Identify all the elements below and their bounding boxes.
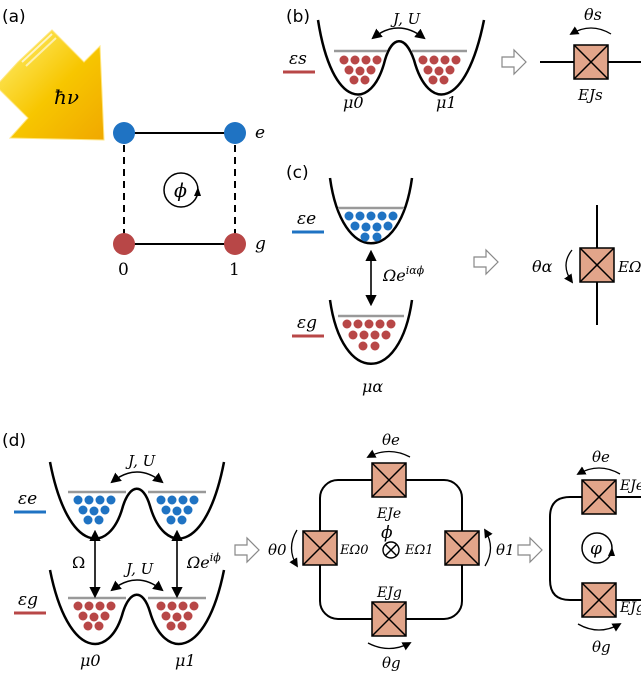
EOmega1: EΩ1 bbox=[404, 543, 434, 558]
panel-c-label: (c) bbox=[286, 163, 309, 183]
atoms-d-upper-left bbox=[73, 495, 116, 525]
omega-left: Ω bbox=[72, 553, 85, 572]
josephson-junction-b bbox=[540, 26, 641, 80]
energy-e-c: εe bbox=[297, 209, 316, 229]
junction-Je-loop bbox=[576, 466, 621, 515]
theta-s: θs bbox=[584, 5, 602, 24]
double-well-b bbox=[316, 19, 486, 96]
energy-e-d: εe bbox=[18, 489, 37, 509]
hollow-arrow-c bbox=[473, 248, 499, 276]
site-e-0 bbox=[113, 122, 135, 144]
hollow-arrow-d1 bbox=[234, 536, 260, 564]
coupling-d-lower: J, U bbox=[123, 560, 155, 578]
atoms-d-upper-right bbox=[156, 495, 199, 525]
hollow-arrow-b bbox=[501, 48, 527, 76]
omega-right-sup: iϕ bbox=[210, 551, 222, 564]
mu1-b: μ1 bbox=[436, 93, 457, 112]
josephson-junction-c bbox=[564, 205, 615, 325]
atoms-d-lower-right bbox=[156, 601, 199, 631]
coupling-d-upper: J, U bbox=[125, 452, 157, 470]
EOmega0: EΩ0 bbox=[339, 543, 369, 558]
mu1-d: μ1 bbox=[175, 651, 196, 670]
level-e-label: e bbox=[255, 123, 265, 143]
theta-alpha: θα bbox=[532, 257, 553, 276]
panel-b-label: (b) bbox=[286, 7, 310, 27]
varphi-loop: φ bbox=[590, 539, 602, 559]
site-e-1 bbox=[224, 122, 246, 144]
level-g-label: g bbox=[255, 234, 266, 254]
atoms-d-lower-left bbox=[73, 601, 116, 631]
theta-e-circuit: θe bbox=[382, 431, 400, 449]
tunnel-arrow-b bbox=[371, 27, 426, 40]
atoms-b-right bbox=[418, 55, 461, 85]
hollow-arrow-d2 bbox=[517, 536, 543, 564]
photon-arrow bbox=[0, 29, 105, 141]
junction-Je bbox=[366, 449, 411, 498]
junction-Jg-loop bbox=[577, 582, 622, 632]
site-g-0 bbox=[113, 233, 135, 255]
rf-loop bbox=[549, 496, 641, 601]
well-c-lower bbox=[328, 299, 414, 365]
EOmega-label: EΩ bbox=[617, 258, 641, 276]
coupling-b: J, U bbox=[390, 10, 422, 28]
coupling-c: Ωeiαϕ bbox=[382, 264, 425, 285]
well-c-upper bbox=[328, 177, 414, 245]
mu0-b: μ0 bbox=[343, 93, 364, 112]
double-well-d-upper bbox=[48, 461, 226, 540]
energy-g-c: εg bbox=[297, 313, 317, 333]
loop-flux-circle bbox=[581, 532, 615, 564]
panel-d-label: (d) bbox=[2, 431, 26, 451]
EJg-circuit: EJg bbox=[376, 585, 402, 601]
site-1-label: 1 bbox=[229, 260, 240, 280]
flux-circle bbox=[163, 172, 201, 208]
EJs-label: EJs bbox=[577, 86, 603, 104]
flux-cross-symbol bbox=[382, 541, 400, 559]
EJe-loop: EJe bbox=[619, 478, 641, 494]
mu0-d: μ0 bbox=[80, 651, 101, 670]
omega-right-text: Ωe bbox=[186, 553, 210, 572]
atoms-c-lower bbox=[342, 319, 396, 351]
junction-Omega0 bbox=[289, 529, 338, 568]
site-g-1 bbox=[224, 233, 246, 255]
coupling-c-text: Ωe bbox=[382, 266, 406, 285]
site-0-label: 0 bbox=[118, 260, 129, 280]
tunnel-arrow-d-upper bbox=[110, 471, 164, 484]
theta-1: θ1 bbox=[496, 541, 515, 559]
theta-0: θ0 bbox=[268, 541, 287, 559]
theta-g-circuit: θg bbox=[382, 654, 401, 672]
panel-a-label: (a) bbox=[2, 7, 26, 27]
mu-alpha: μα bbox=[362, 377, 383, 396]
energy-g-d: εg bbox=[18, 590, 38, 610]
theta-g-loop: θg bbox=[592, 638, 611, 656]
EJe-circuit: EJe bbox=[376, 506, 401, 522]
energy-s-label: εs bbox=[289, 49, 307, 69]
junction-Omega1 bbox=[444, 528, 493, 567]
phi-circuit: ϕ bbox=[381, 523, 393, 543]
theta-e-loop: θe bbox=[592, 448, 610, 466]
tunnel-arrow-d-lower bbox=[110, 579, 164, 592]
lattice-square bbox=[123, 132, 236, 245]
atoms-b-left bbox=[339, 55, 382, 85]
photon-label: ħν bbox=[54, 85, 79, 109]
atoms-c-upper bbox=[344, 211, 398, 242]
omega-right: Ωeiϕ bbox=[186, 551, 221, 572]
coupling-c-sup: iαϕ bbox=[406, 264, 425, 277]
flux-phi: ϕ bbox=[174, 180, 187, 202]
junction-Jg bbox=[367, 601, 412, 651]
EJg-loop: EJg bbox=[619, 600, 641, 616]
